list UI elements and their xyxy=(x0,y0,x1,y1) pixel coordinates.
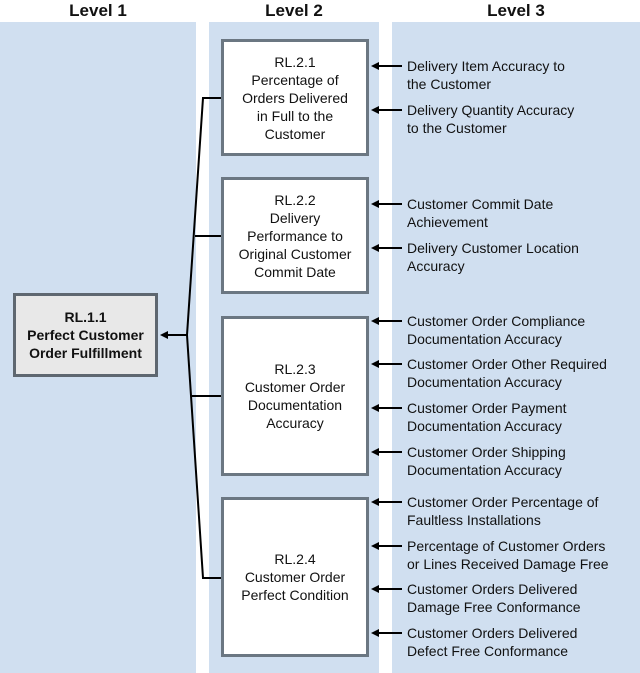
rl-2-4-line: Customer Order xyxy=(244,569,346,585)
metric-arrow-head xyxy=(371,244,379,252)
rl-2-3-line: Accuracy xyxy=(266,415,324,431)
rl-2-4-box: RL.2.4 Customer Order Perfect Condition xyxy=(221,497,369,657)
tree-connector-4 xyxy=(186,334,222,579)
metric-arrow-head xyxy=(371,542,379,550)
level3-column xyxy=(392,22,640,673)
rl-2-1-id: RL.2.1 xyxy=(274,53,316,70)
rl-2-2-line: Commit Date xyxy=(254,263,336,280)
level2-header: Level 2 xyxy=(265,1,323,20)
rl-2-2-line: Delivery xyxy=(269,209,321,226)
level3-header: Level 3 xyxy=(487,1,545,20)
rl-2-3-line: Documentation xyxy=(247,397,343,413)
metric-arrow-head xyxy=(371,360,379,368)
rl-2-2-line: Original Customer xyxy=(238,245,352,262)
rl-2-1-line: Customer xyxy=(264,125,326,142)
rl-2-1-line: in Full to the xyxy=(256,107,334,124)
rl-2-2-id: RL.2.2 xyxy=(274,191,316,208)
rl-2-1-line: Percentage of xyxy=(251,71,339,88)
metric-arrow-head xyxy=(371,498,379,506)
rl-1-1-line: Order Fulfillment xyxy=(29,345,142,361)
rl-2-2-box: RL.2.2 Delivery Performance to Original … xyxy=(221,177,369,294)
level1-header: Level 1 xyxy=(69,1,127,20)
rl-1-1-id: RL.1.1 xyxy=(64,309,107,325)
metric-arrow-head xyxy=(371,629,379,637)
metric-arrow-head xyxy=(371,585,379,593)
rl-2-1-line: Orders Delivered xyxy=(242,89,348,106)
rl-2-2-line: Performance to xyxy=(247,227,343,244)
arrow-to-l1-head xyxy=(160,331,168,339)
metric-arrow-head xyxy=(371,200,379,208)
metric-arrow-head xyxy=(371,404,379,412)
rl-2-4-line: Perfect Condition xyxy=(241,587,349,603)
metric-arrow-head xyxy=(371,448,379,456)
rl-1-1-box: RL.1.1 Perfect Customer Order Fulfillmen… xyxy=(13,293,158,377)
tree-connector-1 xyxy=(186,97,222,336)
rl-2-4-id: RL.2.4 xyxy=(274,551,316,567)
metric-arrow-head xyxy=(371,106,379,114)
rl-2-3-line: Customer Order xyxy=(244,379,346,395)
metric-arrow-head xyxy=(371,62,379,70)
rl-2-3-id: RL.2.3 xyxy=(274,361,316,377)
rl-1-1-line: Perfect Customer xyxy=(27,327,144,343)
rl-2-3-box: RL.2.3 Customer Order Documentation Accu… xyxy=(221,316,369,476)
rl-2-1-box: RL.2.1 Percentage of Orders Delivered in… xyxy=(221,39,369,156)
metric-arrow-head xyxy=(371,317,379,325)
